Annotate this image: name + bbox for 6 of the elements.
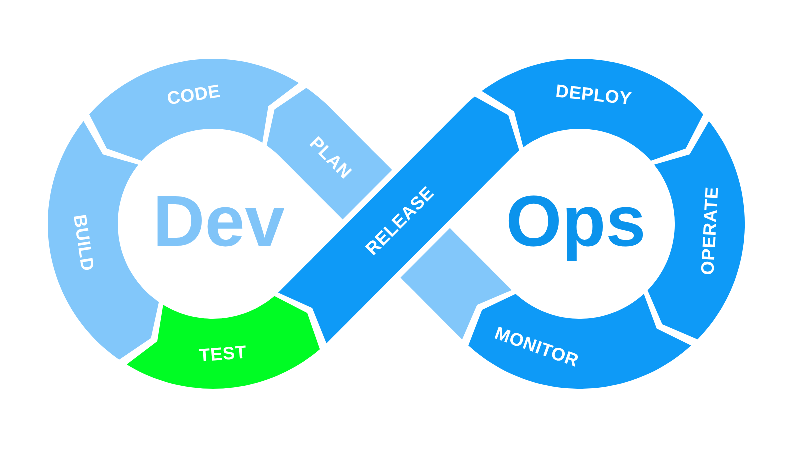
segment-label: BUILD xyxy=(71,214,98,273)
segment-label: OPERATE xyxy=(698,186,722,276)
segment-label: DEPLOY xyxy=(554,82,633,108)
segment-label: CODE xyxy=(166,82,222,108)
segment-label: TEST xyxy=(198,342,248,364)
loop-title: Dev xyxy=(152,186,286,258)
